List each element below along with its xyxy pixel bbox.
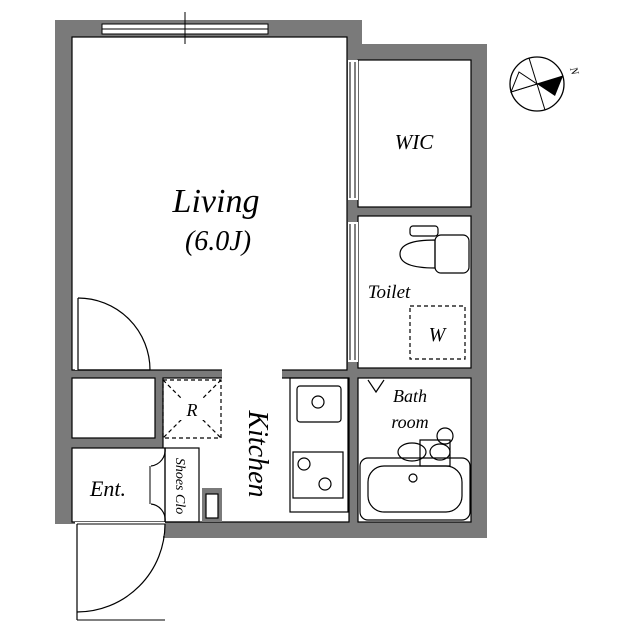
living-size-label: (6.0J) bbox=[185, 226, 251, 257]
hall-area bbox=[71, 377, 156, 439]
bathtub bbox=[359, 427, 471, 521]
bath-label-line1: Bath bbox=[393, 386, 427, 406]
bath-door-mark bbox=[367, 379, 385, 394]
wic-room bbox=[357, 59, 472, 208]
compass bbox=[509, 56, 565, 112]
washer-label: W bbox=[429, 324, 448, 346]
toilet-sliding-door bbox=[348, 222, 358, 362]
stove bbox=[292, 451, 344, 499]
shoes-closet-doors bbox=[149, 447, 166, 523]
entrance-label: Ent. bbox=[89, 476, 126, 501]
compass-north-label: N bbox=[567, 65, 581, 77]
kitchen-counter bbox=[289, 377, 349, 513]
toilet-label: Toilet bbox=[368, 282, 411, 303]
kitchen-opening bbox=[222, 368, 282, 380]
fridge-space bbox=[162, 379, 222, 439]
wic-label: WIC bbox=[395, 130, 434, 154]
living-label: Living bbox=[172, 183, 260, 220]
living-door bbox=[75, 297, 151, 371]
bath-label-line2: room bbox=[391, 412, 428, 432]
shoes-closet bbox=[164, 447, 200, 523]
wic-sliding-door bbox=[348, 60, 358, 200]
wash-basin bbox=[397, 442, 451, 462]
bath-room bbox=[357, 377, 472, 523]
compass-needle bbox=[537, 76, 563, 96]
toilet-bowl bbox=[399, 225, 470, 274]
fridge-label: R bbox=[186, 400, 198, 420]
pillar-inner bbox=[205, 493, 219, 519]
kitchen-sink bbox=[296, 385, 342, 423]
washer-space bbox=[409, 305, 466, 360]
entrance-door bbox=[75, 522, 166, 621]
living-room bbox=[71, 36, 348, 371]
living-window bbox=[101, 12, 269, 44]
kitchen-label: Kitchen bbox=[242, 409, 273, 497]
shoes-closet-label: Shoes Clo bbox=[172, 458, 187, 514]
